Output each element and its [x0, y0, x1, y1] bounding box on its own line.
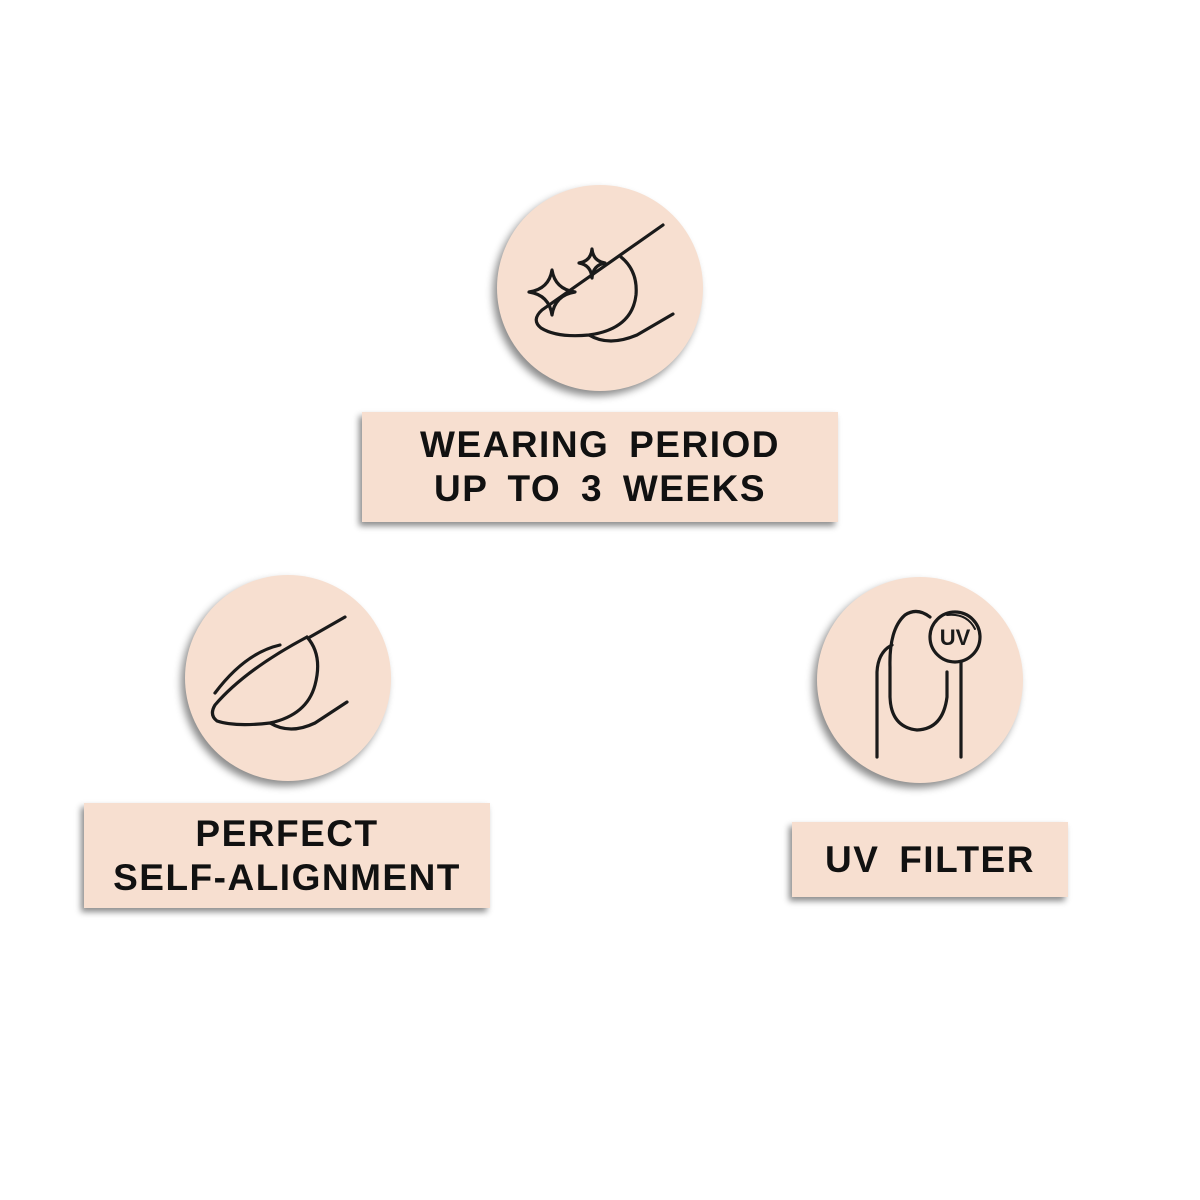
uv-icon-text: UV	[940, 625, 971, 650]
feature-label-line: WEARING PERIOD	[420, 424, 780, 465]
uv-nail-icon: UV	[817, 577, 1023, 783]
nail-sparkle-icon	[497, 185, 703, 391]
nail-alignment-icon	[185, 575, 391, 781]
feature-label-line: UV FILTER	[825, 838, 1035, 880]
feature-label-line: UP TO 3 WEEKS	[433, 468, 767, 509]
feature-label-line: PERFECT	[195, 812, 379, 854]
feature-label-wearing-period: WEARING PERIOD UP TO 3 WEEKS	[362, 412, 838, 522]
feature-label-uv-filter: UV FILTER	[792, 822, 1068, 897]
feature-label-line: SELF-ALIGNMENT	[113, 856, 461, 898]
feature-label-self-alignment: PERFECT SELF-ALIGNMENT	[84, 803, 490, 908]
